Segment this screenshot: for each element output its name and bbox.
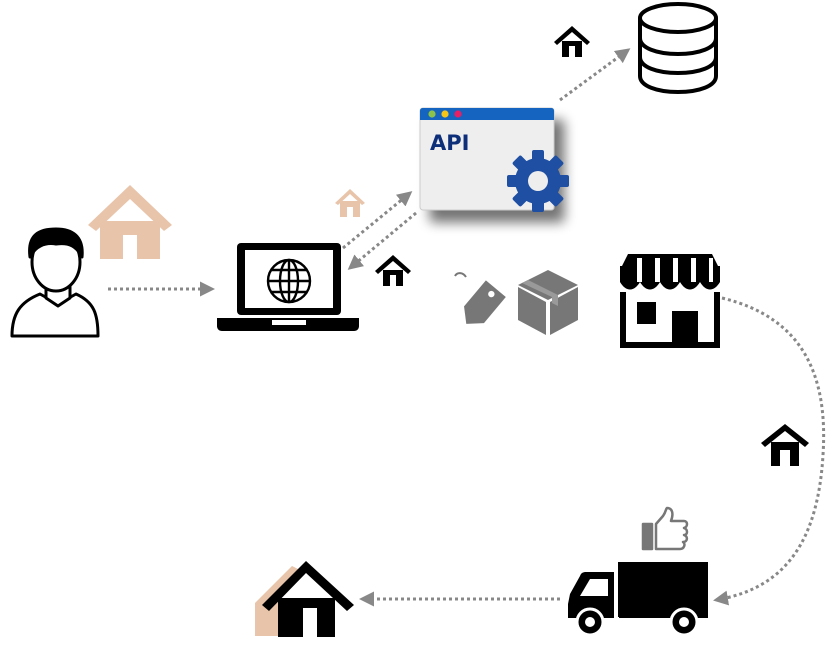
globe-icon: [266, 258, 312, 304]
house-icon: [88, 185, 172, 259]
window-dot-green: [428, 110, 436, 118]
house-icon: [375, 255, 411, 286]
window-dot-yellow: [441, 110, 449, 118]
api-label: API: [430, 131, 469, 155]
database-icon: [638, 2, 718, 95]
delivery-truck-icon: [568, 562, 708, 637]
price-tag-icon: [454, 272, 506, 324]
storefront-icon: [620, 254, 720, 348]
arrow-store-to-truck: [713, 296, 826, 606]
house-icon: [761, 424, 809, 466]
arrow-laptop-to-api: [342, 191, 413, 250]
house-icon: [335, 189, 365, 217]
house-icon: [554, 26, 590, 57]
window-dot-red: [454, 110, 462, 118]
arrow-api-to-laptop: [347, 211, 417, 270]
house-icon: [262, 561, 354, 637]
laptop-globe-icon: [217, 243, 359, 331]
package-box-icon: [518, 270, 578, 335]
arrow-api-to-database: [559, 48, 631, 102]
user-icon: [10, 227, 100, 338]
api-window-icon: API: [419, 107, 569, 212]
gear-icon: [507, 150, 569, 212]
thumbs-up-icon: [641, 506, 689, 551]
